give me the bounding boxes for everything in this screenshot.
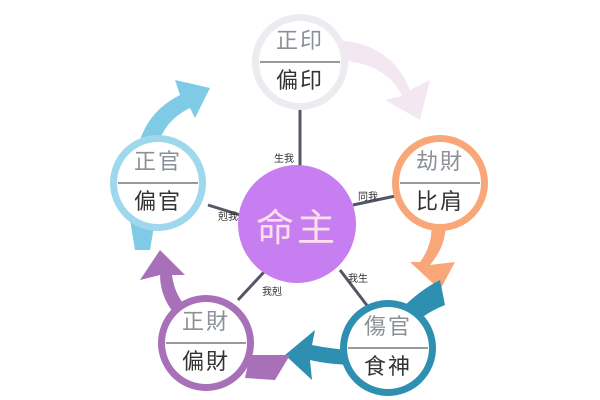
node-top-label: 正官 bbox=[133, 150, 182, 175]
node-shishang: 傷官 食神 bbox=[340, 300, 436, 396]
node-bottom-label: 偏印 bbox=[275, 69, 324, 94]
center-label: 命主 bbox=[255, 205, 338, 250]
node-bijie: 劫財 比肩 bbox=[392, 135, 488, 231]
center-node: 命主 bbox=[238, 165, 356, 283]
relation-label: 我剋 bbox=[262, 287, 282, 298]
node-top-label: 劫財 bbox=[415, 150, 464, 175]
node-bottom-label: 偏財 bbox=[181, 350, 230, 375]
node-top-label: 正財 bbox=[181, 310, 230, 335]
relation-label: 我生 bbox=[348, 274, 368, 285]
node-bottom-label: 食神 bbox=[363, 355, 412, 380]
node-top-label: 傷官 bbox=[363, 315, 412, 340]
relation-label: 生我 bbox=[274, 154, 294, 165]
divider bbox=[348, 347, 428, 349]
node-bottom-label: 偏官 bbox=[133, 190, 182, 215]
node-cai: 正財 偏財 bbox=[158, 295, 254, 391]
divider bbox=[166, 342, 246, 344]
divider bbox=[118, 182, 198, 184]
node-bottom-label: 比肩 bbox=[415, 190, 464, 215]
divider bbox=[260, 61, 340, 63]
relation-label: 剋我 bbox=[218, 212, 238, 223]
node-top-label: 正印 bbox=[275, 29, 324, 54]
node-yin: 正印 偏印 bbox=[252, 14, 348, 110]
relation-label: 同我 bbox=[358, 192, 378, 203]
divider bbox=[400, 182, 480, 184]
node-guan: 正官 偏官 bbox=[110, 135, 206, 231]
